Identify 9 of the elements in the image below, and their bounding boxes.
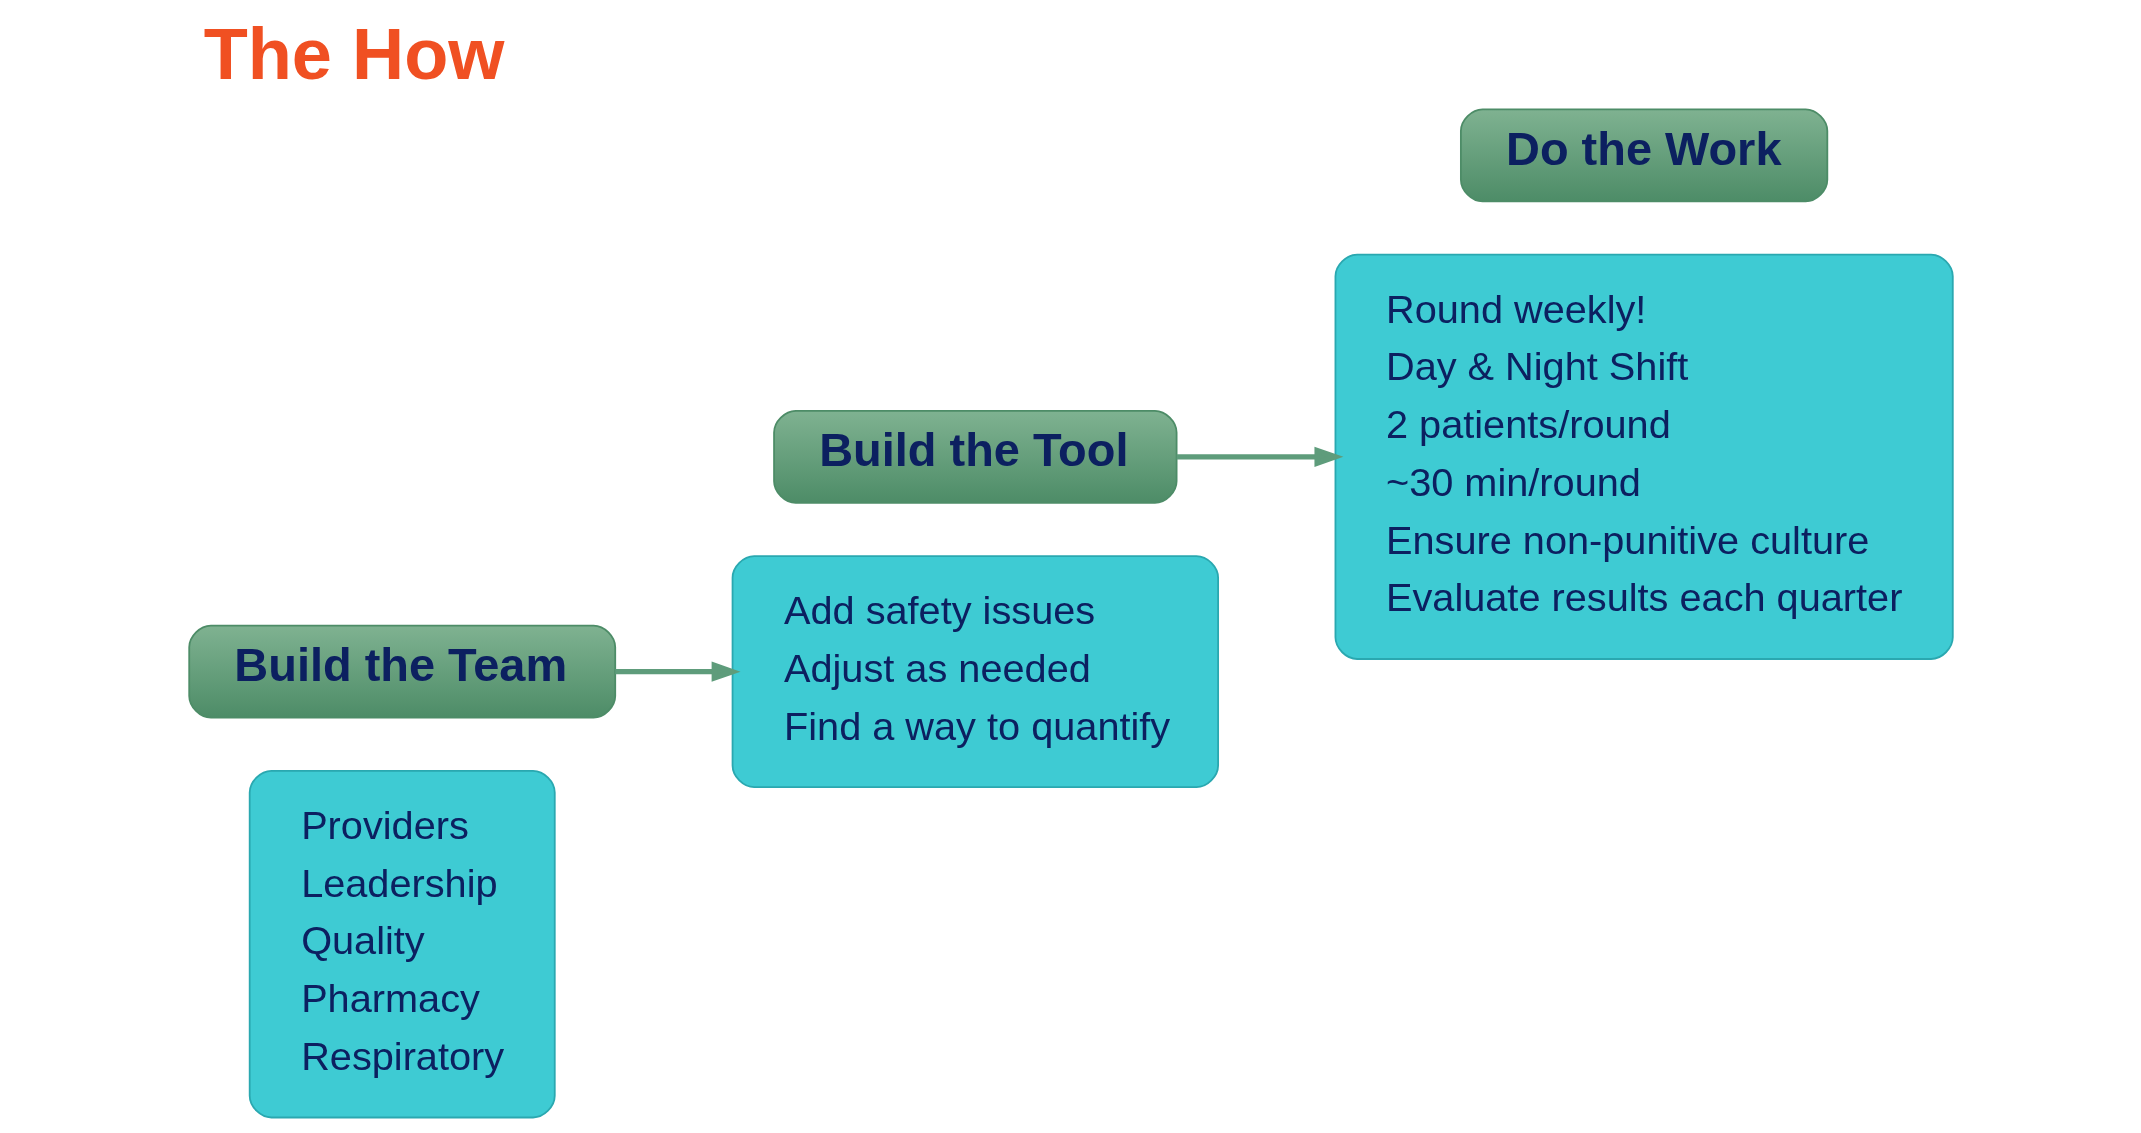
diagram-title: The How [203, 13, 504, 94]
node-box: Add safety issues Adjust as needed Find a way to quantify [731, 555, 1219, 789]
node-box: Do the Work [1459, 108, 1828, 203]
node-box: Build the Tool [772, 409, 1177, 504]
node-box: Build the Team [187, 624, 616, 719]
arrow [614, 661, 741, 682]
node-box: Round weekly! Day & Night Shift 2 patients/round ~30 min/round Ensure non-punitive culture Evaluate results each quarter [1334, 253, 1954, 660]
arrow [1176, 446, 1343, 467]
node-box: Providers Leadership Quality Pharmacy Respiratory [248, 770, 556, 1119]
